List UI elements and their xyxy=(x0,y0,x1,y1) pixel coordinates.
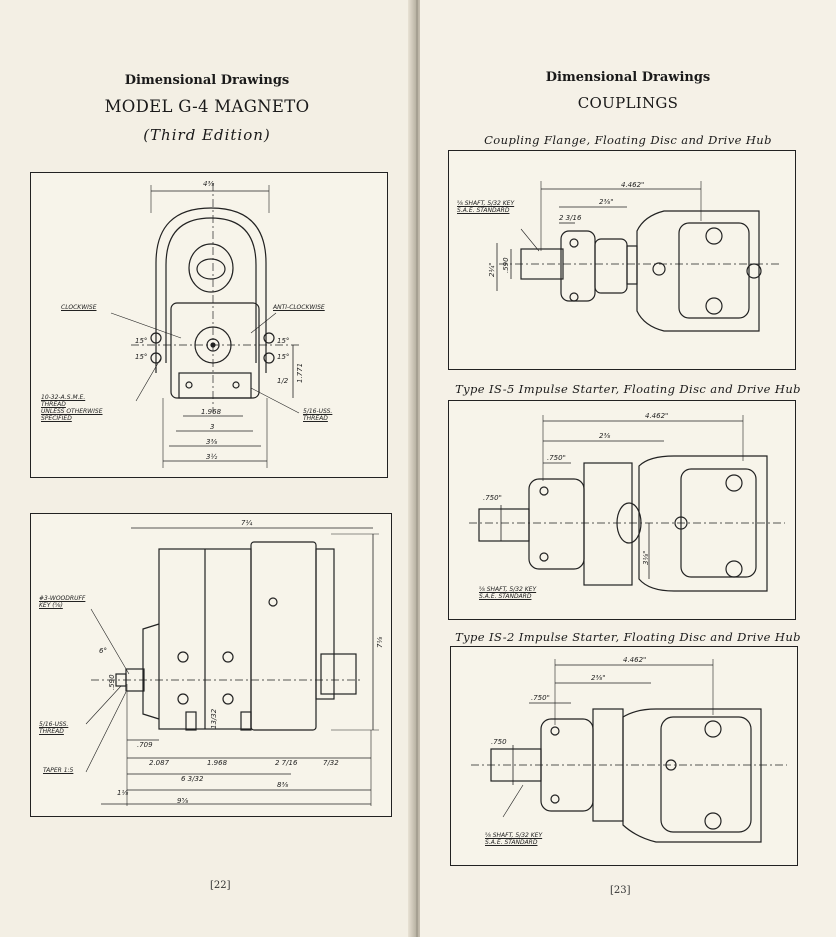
fig1-dim-4462: 4.462" xyxy=(621,181,645,189)
front-view-svg xyxy=(110,183,301,468)
dim-13-32: 13/32 xyxy=(210,708,218,729)
dim-side-height: 7⅛ xyxy=(376,636,384,648)
fig1-shaft-note: ⅝ SHAFT, 5/32 KEY S.A.E. STANDARD xyxy=(457,200,515,214)
fig1-dim-2-1-4: 2¼" xyxy=(488,262,496,277)
fig2-caption: Type IS-5 Impulse Starter, Floating Disc… xyxy=(455,382,801,396)
right-section-heading: Dimensional Drawings xyxy=(545,70,711,85)
fig3-dim-750a: .750" xyxy=(531,694,550,702)
front-view-drawing: 4⅜ CLOCKWISE ANTI-CLOCKWISE 15° 15° 15° … xyxy=(30,172,388,478)
angle-3: 15° xyxy=(277,337,290,345)
dim-8: 8⅜ xyxy=(277,781,289,789)
dim-1-1-8: 1⅛ xyxy=(117,789,129,797)
dim-height: 1.771 xyxy=(296,362,304,383)
fig3-shaft-note: ⅝ SHAFT, 5/32 KEY S.A.E. STANDARD xyxy=(485,832,543,846)
dim-1968: 1.968 xyxy=(201,408,222,416)
right-page-number: [23] xyxy=(610,885,631,896)
left-page-title: MODEL G-4 MAGNETO xyxy=(104,97,310,116)
side-view-svg xyxy=(85,527,379,806)
left-page: Dimensional Drawings MODEL G-4 MAGNETO (… xyxy=(0,0,414,937)
note-side-uss: 5/16-USS. THREAD xyxy=(39,721,69,735)
fig1-dim-2-3-16: 2 3/16 xyxy=(559,214,582,222)
dim-3: 3 xyxy=(210,423,215,431)
note-thread: 10-32-A.S.M.E. THREAD UNLESS OTHERWISE S… xyxy=(41,394,103,422)
angle-6: 6° xyxy=(99,647,107,655)
fig1-drawing: 4.462" 2⅜" 2 3/16 2¼" .590 ⅝ SHAFT, 5/32… xyxy=(448,150,796,370)
note-taper: TAPER 1:5 xyxy=(43,767,74,774)
dim-half: 1/2 xyxy=(277,377,289,385)
fig3-caption: Type IS-2 Impulse Starter, Floating Disc… xyxy=(455,630,801,644)
left-page-number: [22] xyxy=(210,880,231,891)
dim-2087: 2.087 xyxy=(149,759,170,767)
left-edition: (Third Edition) xyxy=(143,126,271,144)
angle-4: 15° xyxy=(277,353,290,361)
dim-length-top: 7¼ xyxy=(241,519,253,527)
fig2-dim-4462: 4.462" xyxy=(645,412,669,420)
dim-side-1968: 1.968 xyxy=(207,759,228,767)
dim-709: .709 xyxy=(137,741,153,749)
fig3-drawing: 4.462" 2⅜" .750" .750 ⅝ SHAFT, 5/32 KEY … xyxy=(450,646,798,866)
fig2-dim-2-3-8: 2⅜ xyxy=(599,432,611,440)
dim-2-7-16: 2 7/16 xyxy=(275,759,298,767)
dim-3-3-8: 3⅜ xyxy=(206,438,218,446)
fig2-shaft-note: ⅝ SHAFT, 5/32 KEY S.A.E. STANDARD xyxy=(479,586,537,600)
angle-2: 15° xyxy=(135,353,148,361)
fig2-svg xyxy=(469,415,785,592)
right-page-title: COUPLINGS xyxy=(577,94,679,112)
fig2-dim-3-1-8: 3⅛" xyxy=(642,550,650,565)
dim-3-1-2: 3½ xyxy=(206,453,218,461)
fig2-drawing: 4.462" 2⅜ .750" .750" 3⅛" ⅝ SHAFT, 5/32 … xyxy=(448,400,796,620)
fig2-dim-750b: .750" xyxy=(483,494,502,502)
dim-width-top: 4⅜ xyxy=(203,180,215,188)
fig3-svg xyxy=(471,659,787,843)
fig3-dim-2-3-8: 2⅜" xyxy=(591,674,606,682)
side-view-drawing: 7¼ 7⅛ #3-WOODRUFF KEY (⅝) 6° .590 5/16-U… xyxy=(30,513,392,817)
note-woodruff: #3-WOODRUFF KEY (⅝) xyxy=(39,595,86,609)
dim-9: 9⅝ xyxy=(177,797,189,805)
fig1-svg xyxy=(496,181,779,332)
dim-590: .590 xyxy=(108,674,116,690)
note-uss-thread: 5/16-USS. THREAD xyxy=(303,408,333,422)
fig1-dim-590: .590 xyxy=(502,257,510,273)
right-page: Dimensional Drawings COUPLINGS Coupling … xyxy=(420,0,836,937)
fig3-dim-750b: .750 xyxy=(491,738,507,746)
dim-6: 6 3/32 xyxy=(181,775,204,783)
angle-1: 15° xyxy=(135,337,148,345)
fig2-dim-750a: .750" xyxy=(547,454,566,462)
fig1-dim-2-3-8: 2⅜" xyxy=(599,198,614,206)
dim-7-32: 7/32 xyxy=(323,759,339,767)
left-section-heading: Dimensional Drawings xyxy=(124,73,290,88)
note-anti-clockwise: ANTI-CLOCKWISE xyxy=(273,304,325,311)
fig3-dim-4462: 4.462" xyxy=(623,656,647,664)
note-clockwise: CLOCKWISE xyxy=(61,304,97,311)
fig1-caption: Coupling Flange, Floating Disc and Drive… xyxy=(484,133,772,147)
